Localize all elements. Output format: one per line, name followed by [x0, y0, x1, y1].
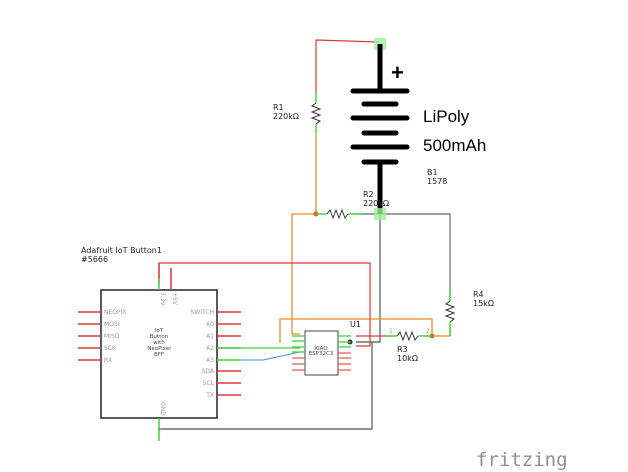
iot-button-part-no: #5666: [81, 255, 108, 264]
r3-value: 10kΩ: [397, 354, 418, 363]
pin-label-sda: SDA: [202, 368, 215, 375]
battery-ref: B1: [427, 168, 438, 177]
r3-pin-2: 2: [426, 328, 430, 335]
right-pins: SWITCH A0 A1 A2 A3 SDA SCL TX: [190, 309, 241, 399]
r3-ref: R3: [397, 345, 408, 354]
iot-button-title: Adafruit IoT Button1: [81, 246, 162, 255]
r2-ref: R2: [363, 190, 374, 199]
pin-label-a1: A1: [206, 333, 214, 340]
wire-divider-to-u1[interactable]: [291, 213, 316, 335]
battery-label-chemistry: LiPoly: [423, 107, 470, 126]
wire-gnd-to-r4[interactable]: [380, 213, 451, 298]
battery-part-no: 1578: [427, 177, 447, 186]
pin-label-sck: SCK: [104, 345, 117, 352]
wire-vbat-to-r1[interactable]: [315, 39, 380, 92]
resistor-r3[interactable]: 1 2 R3 10kΩ: [386, 328, 432, 363]
pin-label-5v: +5V: [171, 292, 178, 306]
u1-ref: U1: [350, 320, 361, 329]
battery-label-capacity: 500mAh: [423, 136, 486, 155]
r3-pin-1: 1: [389, 328, 393, 335]
pin-label-neopix: NEOPIX: [104, 309, 127, 316]
u1-body: [304, 330, 339, 376]
pin-label-gnd: GND: [159, 402, 166, 416]
pin-label-a3: A3: [206, 357, 214, 364]
u1-body-line-2: ESP32C3: [309, 351, 334, 357]
iot-button-body: [100, 289, 218, 419]
pin-label-3v3: 3.3V: [159, 292, 166, 307]
r1-ref: R1: [273, 103, 284, 112]
pin-label-a2: A2: [206, 345, 214, 352]
pin-label-scl: SCL: [203, 380, 215, 387]
r1-value: 220kΩ: [273, 112, 299, 121]
u1-body-line-1: XIAO: [314, 346, 328, 352]
resistor-r1[interactable]: R1 220kΩ: [273, 92, 322, 132]
iot-button-body-text: IoT Button with NeoPixel BFF: [147, 328, 171, 358]
iot-button-part[interactable]: Adafruit IoT Button1 #5666 3.3V +5V GND …: [78, 246, 241, 441]
battery-minus-terminal-highlight: [374, 208, 386, 220]
wire-gnd-to-u1[interactable]: [356, 214, 381, 343]
body-line-2: Button: [150, 334, 169, 340]
wire-a3-to-u1[interactable]: [217, 351, 301, 361]
pin-label-tx: TX: [205, 392, 214, 399]
resistor-r2[interactable]: R2 220kΩ: [316, 190, 389, 220]
left-pins: NEOPIX MOSI MISO SCK RX: [78, 309, 127, 364]
r4-value: 15kΩ: [473, 299, 494, 308]
pin-label-a0: A0: [206, 321, 214, 328]
fritzing-logo: fritzing: [476, 449, 568, 471]
pin-label-rx: RX: [104, 357, 112, 364]
mcu-u1[interactable]: U1 XIAO ESP32C3: [292, 320, 361, 376]
pin-label-switch: SWITCH: [190, 309, 214, 316]
r4-ref: R4: [473, 290, 484, 299]
battery-b1[interactable]: + LiPoly 500mAh B1 1578: [350, 38, 486, 220]
pin-label-miso: MISO: [104, 333, 120, 340]
body-line-5: BFF: [154, 352, 164, 358]
body-line-4: NeoPixel: [147, 346, 171, 352]
body-line-1: IoT: [155, 328, 164, 334]
resistor-r4[interactable]: R4 15kΩ: [444, 289, 494, 336]
battery-plus-sign: +: [391, 60, 404, 85]
wire-r3-r4-node[interactable]: [279, 318, 433, 343]
r2-value: 220kΩ: [363, 199, 389, 208]
pin-label-mosi: MOSI: [104, 321, 120, 328]
body-line-3: with: [153, 340, 165, 346]
